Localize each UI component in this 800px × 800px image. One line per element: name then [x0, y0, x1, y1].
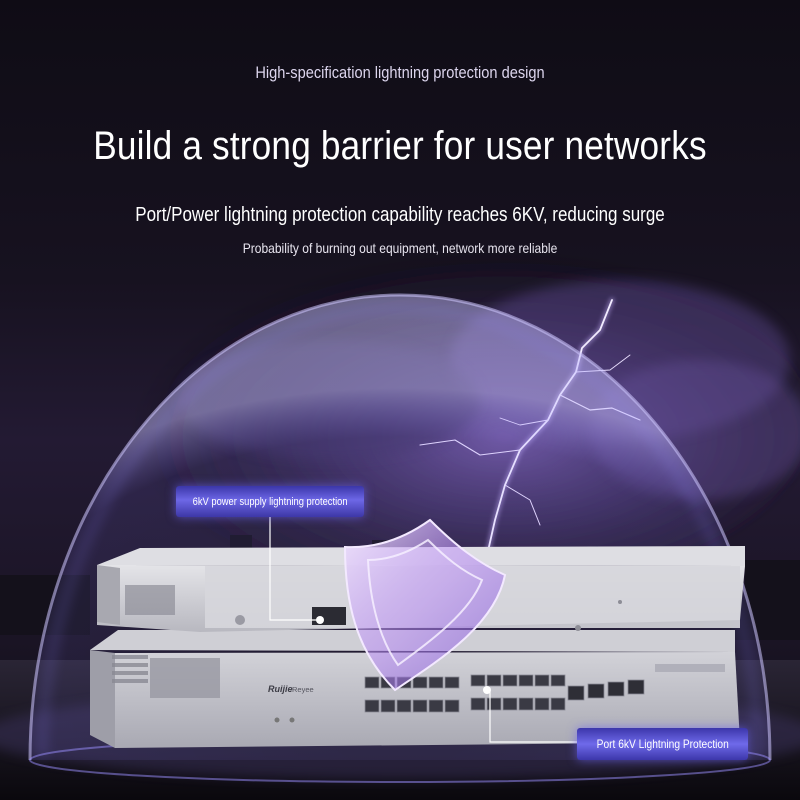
- port-protection-callout: Port 6kV Lightning Protection: [577, 728, 748, 760]
- brand-logo: Ruijie: [268, 684, 293, 694]
- sub-brand-logo: Reyee: [292, 685, 314, 694]
- headline: Build a strong barrier for user networks: [93, 124, 707, 168]
- callout-connectors: [269, 517, 577, 743]
- eyebrow-text: High-specification lightning protection …: [255, 63, 545, 82]
- port-protection-label: Port 6kV Lightning Protection: [596, 737, 729, 751]
- network-switch-front: Ruijie Reyee: [90, 630, 740, 748]
- subtitle-line-1: Port/Power lightning protection capabili…: [135, 204, 665, 226]
- sfp-ports: [567, 679, 645, 701]
- shield-icon: [343, 518, 507, 692]
- power-protection-label: 6kV power supply lightning protection: [192, 495, 348, 508]
- power-protection-callout: 6kV power supply lightning protection: [176, 486, 364, 517]
